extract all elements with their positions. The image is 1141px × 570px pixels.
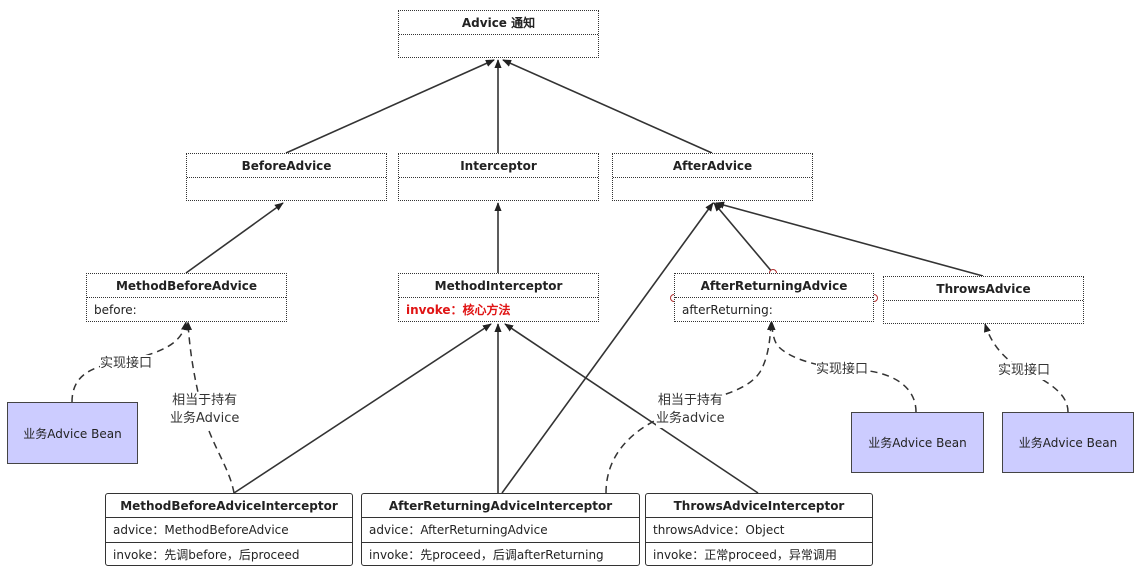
edge-tai-methodinterceptor: [504, 323, 759, 494]
business-advice-bean-mid[interactable]: 业务Advice Bean: [851, 412, 984, 473]
edge-mbai-methodinterceptor: [233, 323, 492, 494]
method-interceptor-node[interactable]: MethodInterceptor invoke：核心方法: [398, 273, 599, 322]
node-field: advice：MethodBeforeAdvice: [113, 523, 289, 537]
business-advice-bean-right[interactable]: 业务Advice Bean: [1002, 412, 1134, 473]
edge-beforeadvice-advice: [285, 59, 495, 154]
edge-arai-afteradvice: [501, 202, 714, 494]
node-method: invoke：先调before，后proceed: [106, 542, 352, 566]
label-line: 相当于持有: [172, 393, 238, 408]
node-method: invoke：正常proceed，异常调用: [646, 542, 872, 566]
method-before-advice-interceptor-node[interactable]: MethodBeforeAdviceInterceptor advice：Met…: [105, 493, 353, 566]
edge-afteradvice-advice: [502, 59, 713, 154]
label-holds-left: 相当于持有 业务Advice: [170, 392, 240, 428]
label-implements-mid: 实现接口: [816, 361, 869, 379]
node-title: MethodInterceptor: [399, 274, 598, 298]
after-returning-advice-node[interactable]: AfterReturningAdvice afterReturning:: [674, 273, 874, 322]
node-title: AfterReturningAdvice: [675, 274, 873, 298]
label-line: 业务Advice: [170, 411, 240, 426]
after-returning-advice-interceptor-node[interactable]: AfterReturningAdviceInterceptor advice：A…: [361, 493, 640, 566]
throws-advice-node[interactable]: ThrowsAdvice: [883, 276, 1084, 324]
node-title: Interceptor: [399, 154, 598, 178]
throws-advice-interceptor-node[interactable]: ThrowsAdviceInterceptor throwsAdvice：Obj…: [645, 493, 873, 566]
node-title: Advice 通知: [399, 11, 598, 35]
node-title: MethodBeforeAdvice: [87, 274, 286, 298]
label-line: 业务advice: [656, 411, 725, 426]
label-holds-mid: 相当于持有 业务advice: [656, 392, 725, 428]
method-before-advice-node[interactable]: MethodBeforeAdvice before:: [86, 273, 287, 322]
node-method-core: invoke：核心方法: [406, 303, 511, 317]
before-advice-node[interactable]: BeforeAdvice: [186, 153, 387, 201]
edge-bean-right-impl: [983, 323, 1069, 413]
interceptor-node[interactable]: Interceptor: [398, 153, 599, 201]
edge-afterreturningadvice-afteradvice: [713, 202, 774, 274]
edge-methodbeforeadvice-beforeadvice: [185, 202, 284, 274]
edge-throwsadvice-afteradvice: [715, 201, 984, 277]
node-method: afterReturning:: [682, 303, 773, 317]
label-implements-right: 实现接口: [998, 362, 1051, 380]
label-implements-left: 实现接口: [100, 355, 153, 373]
node-title: AfterReturningAdviceInterceptor: [362, 494, 639, 518]
node-title: ThrowsAdvice: [884, 277, 1083, 301]
node-method: before:: [94, 303, 137, 317]
node-method: invoke：先proceed，后调afterReturning: [362, 542, 639, 566]
advice-node[interactable]: Advice 通知: [398, 10, 599, 58]
business-advice-bean-left[interactable]: 业务Advice Bean: [7, 402, 138, 464]
node-title: BeforeAdvice: [187, 154, 386, 178]
node-title: ThrowsAdviceInterceptor: [646, 494, 872, 518]
label-line: 相当于持有: [657, 393, 723, 408]
node-title: MethodBeforeAdviceInterceptor: [106, 494, 352, 518]
node-title: AfterAdvice: [613, 154, 812, 178]
after-advice-node[interactable]: AfterAdvice: [612, 153, 813, 201]
node-field: throwsAdvice：Object: [653, 523, 785, 537]
node-field: advice：AfterReturningAdvice: [369, 523, 548, 537]
